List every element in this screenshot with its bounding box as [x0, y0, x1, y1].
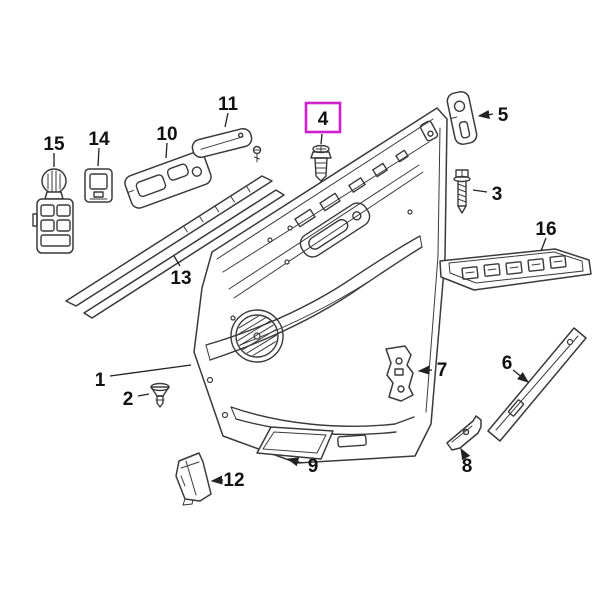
- callout-3-label: 3: [492, 184, 503, 205]
- callout-2: 2: [123, 389, 150, 410]
- armrest-finisher: [487, 327, 587, 442]
- callout-7: 7: [417, 360, 448, 381]
- callouts: 1 2 3 4 5 6 7 8: [43, 94, 556, 491]
- window-switch-unit: [32, 168, 74, 254]
- leader-6: [512, 369, 530, 383]
- screw: [453, 169, 471, 214]
- callout-3: 3: [472, 184, 503, 205]
- handle-cover-cap: [191, 127, 262, 163]
- leader-10: [165, 142, 168, 159]
- leader-16: [540, 237, 547, 252]
- callout-4-label: 4: [318, 109, 329, 130]
- callout-15-label: 15: [43, 134, 65, 155]
- callout-10-label: 10: [156, 124, 177, 145]
- leader-8: [460, 447, 471, 461]
- mounting-bracket: [446, 415, 482, 451]
- leader-3: [472, 189, 488, 193]
- leader-7: [417, 365, 433, 375]
- callout-14: 14: [88, 129, 110, 167]
- callout-10: 10: [156, 124, 178, 159]
- switch-cutouts: [267, 149, 409, 243]
- callout-16-label: 16: [535, 219, 556, 240]
- door-pull-handle: [299, 202, 371, 258]
- pillar-bracket: [446, 91, 478, 145]
- door-trim-panel: [193, 107, 448, 464]
- callout-7-label: 7: [437, 360, 448, 381]
- callout-8: 8: [460, 447, 473, 477]
- highlight-box: [304, 101, 342, 134]
- callout-9: 9: [286, 456, 319, 477]
- leader-4: [320, 133, 323, 145]
- trim-clip: [150, 382, 170, 408]
- trim-screw: [252, 145, 262, 163]
- callout-2-label: 2: [123, 389, 134, 410]
- callout-13-label: 13: [170, 268, 191, 289]
- lock-pin-grommet: [419, 120, 439, 142]
- callout-1-label: 1: [95, 370, 106, 391]
- leader-12: [210, 475, 224, 485]
- leader-2: [137, 393, 150, 397]
- callout-5: 5: [477, 105, 509, 126]
- expanding-rivet: [310, 144, 332, 182]
- callout-9-label: 9: [308, 456, 319, 477]
- corner-bracket: [175, 452, 212, 506]
- leader-5: [477, 110, 494, 120]
- leader-11: [224, 112, 229, 128]
- single-switch: [84, 168, 113, 203]
- pull-handle-bracket: [385, 345, 414, 402]
- callout-11: 11: [218, 94, 239, 128]
- callout-13: 13: [170, 255, 192, 289]
- callout-11-label: 11: [218, 94, 239, 115]
- callout-8-label: 8: [462, 456, 473, 477]
- callout-15: 15: [43, 134, 65, 167]
- callout-12: 12: [210, 470, 245, 491]
- switch-bezel: [124, 151, 212, 209]
- leader-9: [286, 457, 303, 467]
- callout-14-label: 14: [88, 129, 110, 150]
- callout-6-label: 6: [502, 353, 513, 374]
- window-seal-strip: [65, 175, 285, 319]
- callout-12-label: 12: [223, 470, 244, 491]
- tweeter-trim: [256, 426, 334, 460]
- leader-14: [97, 147, 100, 167]
- callout-16: 16: [535, 219, 557, 252]
- callout-1: 1: [95, 364, 192, 391]
- callout-6: 6: [502, 353, 530, 383]
- callout-5-label: 5: [498, 105, 509, 126]
- leader-13: [173, 255, 181, 267]
- leader-1: [109, 364, 192, 377]
- seat-switch-panel: [439, 248, 592, 291]
- callout-4: 4: [304, 101, 342, 145]
